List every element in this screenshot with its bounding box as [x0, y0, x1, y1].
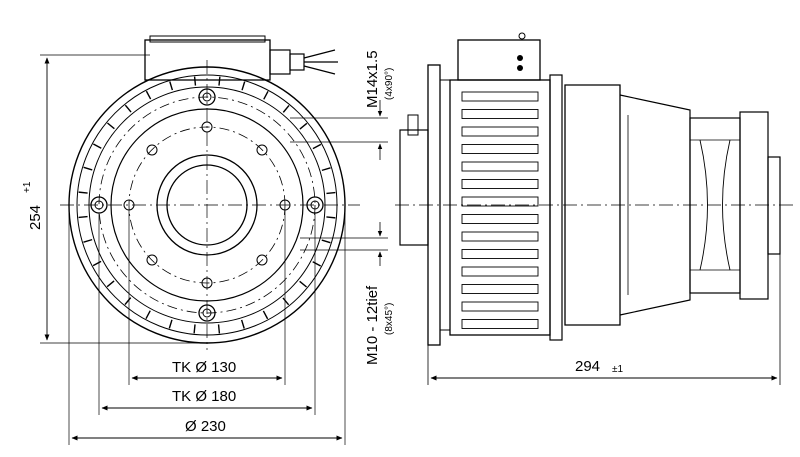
fin-line [78, 191, 88, 194]
fin-line [145, 90, 152, 100]
d230-label: Ø 230 [185, 418, 226, 435]
rib [461, 249, 539, 259]
tk130-label: TK Ø 130 [172, 359, 236, 376]
fin-line [124, 297, 132, 306]
fin-line [92, 260, 102, 267]
rib [461, 144, 539, 154]
fin-line [326, 216, 336, 219]
fin-line [83, 238, 93, 243]
fin-line [169, 81, 174, 91]
fin-line [282, 104, 290, 113]
fin-line [326, 191, 336, 195]
fin-line [299, 122, 308, 130]
height-label: 254 [27, 205, 44, 230]
fin-line [193, 76, 197, 86]
fin-line [240, 319, 245, 329]
fin-line [263, 91, 269, 100]
fin-line [83, 166, 93, 171]
length-tolerance: ±1 [612, 364, 623, 375]
fin-line [106, 122, 115, 130]
fin-line [312, 143, 322, 150]
fin-line [218, 76, 221, 86]
cooling-fins [78, 76, 336, 334]
fin-line [321, 167, 331, 172]
height-tolerance: +1 [22, 181, 33, 193]
diameter-dimensions: TK Ø 130 TK Ø 180 Ø 230 [68, 205, 346, 445]
rib [461, 161, 539, 172]
cooling-ribs [461, 91, 539, 329]
rib [461, 319, 539, 329]
fin-line [321, 239, 331, 244]
thread-top-label: M14x1.5 [364, 50, 381, 108]
rib [461, 109, 539, 119]
rib [461, 126, 539, 137]
thread-callouts: M14x1.5 (4x90°) M10 - 12tief (8x45°) [290, 50, 395, 365]
fin-line [93, 143, 102, 149]
cable-gland [269, 49, 338, 75]
thread-bottom-label: M10 - 12tief [364, 285, 381, 365]
length-dimension: 294 ±1 [427, 254, 781, 385]
height-dimension: 254 +1 [22, 54, 200, 344]
length-label: 294 [575, 358, 600, 375]
thread-top-note: (4x90°) [384, 68, 395, 100]
fin-line [124, 104, 132, 113]
thread-bottom-note: (8x45°) [384, 303, 395, 335]
side-connector [399, 129, 429, 246]
rib [461, 301, 539, 312]
fin-line [168, 319, 173, 329]
fin-line [299, 280, 308, 288]
rib [461, 266, 539, 277]
rib [461, 214, 539, 224]
fin-line [282, 297, 290, 306]
fin-line [193, 324, 196, 334]
tk180-label: TK Ø 180 [172, 388, 236, 405]
fin-line [106, 280, 115, 288]
rib [461, 179, 539, 189]
rib [461, 91, 539, 102]
fin-line [217, 324, 221, 334]
output-housing [689, 117, 741, 294]
output-shaft [767, 156, 781, 255]
side-view [395, 32, 795, 346]
fin-line [312, 261, 321, 267]
gearbox-housing [564, 84, 621, 326]
side-terminal-box [457, 39, 541, 81]
fin-line [78, 215, 88, 219]
rib [461, 196, 539, 207]
fin-line [262, 310, 269, 320]
fin-line [241, 81, 246, 91]
rib [461, 231, 539, 242]
rib [461, 284, 539, 294]
fin-line [145, 310, 151, 319]
